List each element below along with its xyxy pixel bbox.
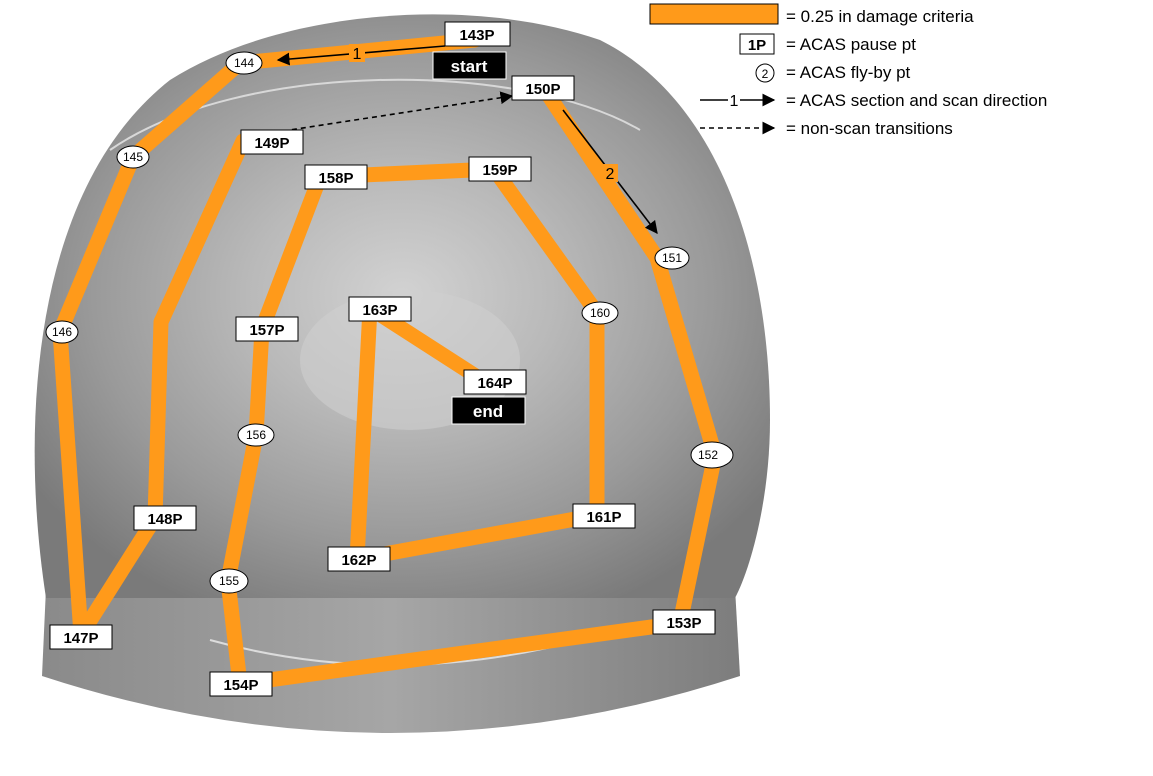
svg-text:151: 151 bbox=[662, 251, 682, 265]
pause-153: 153P bbox=[652, 609, 716, 635]
svg-text:163P: 163P bbox=[362, 302, 397, 319]
svg-text:148P: 148P bbox=[147, 511, 182, 528]
svg-text:156: 156 bbox=[246, 428, 266, 442]
pause-154: 154P bbox=[209, 671, 273, 697]
flyby-156: 156 bbox=[237, 423, 275, 447]
flyby-160: 160 bbox=[581, 301, 619, 325]
svg-text:159P: 159P bbox=[482, 162, 517, 179]
section-1-label-bg bbox=[349, 44, 365, 62]
pause-162: 162P bbox=[327, 546, 391, 572]
flyby-points: 144 145 146 151 152 155 156 160 bbox=[45, 51, 734, 594]
section-2-label: 2 bbox=[606, 166, 615, 183]
transition-149-150 bbox=[282, 91, 514, 132]
legend-pause: = ACAS pause pt bbox=[786, 35, 916, 54]
flyby-152: 152 bbox=[690, 441, 734, 469]
legend: = 0.25 in damage criteria 1P = ACAS paus… bbox=[649, 3, 1047, 138]
pause-148: 148P bbox=[133, 505, 197, 531]
pause-158: 158P bbox=[304, 164, 368, 190]
svg-text:153P: 153P bbox=[666, 615, 701, 632]
svg-text:158P: 158P bbox=[318, 170, 353, 187]
flyby-144: 144 bbox=[225, 51, 263, 75]
legend-transition: = non-scan transitions bbox=[786, 119, 953, 138]
section-2-label-bg bbox=[602, 164, 618, 182]
svg-text:144: 144 bbox=[234, 56, 254, 70]
pause-161: 161P bbox=[572, 503, 636, 529]
legend-flyby-example: 2 bbox=[762, 67, 769, 81]
dome-core bbox=[300, 290, 520, 430]
svg-text:160: 160 bbox=[590, 306, 610, 320]
svg-text:154P: 154P bbox=[223, 677, 258, 694]
svg-text:152: 152 bbox=[698, 448, 718, 462]
svg-text:164P: 164P bbox=[477, 375, 512, 392]
svg-text:162P: 162P bbox=[341, 552, 376, 569]
pause-159: 159P bbox=[468, 156, 532, 182]
svg-text:end: end bbox=[473, 402, 503, 421]
flyby-145: 145 bbox=[116, 145, 150, 169]
svg-text:149P: 149P bbox=[254, 135, 289, 152]
section-1-label: 1 bbox=[353, 46, 362, 63]
pause-149: 149P bbox=[240, 129, 304, 155]
legend-flyby-swatch bbox=[755, 63, 775, 83]
pause-163: 163P bbox=[348, 296, 412, 322]
flyby-146: 146 bbox=[45, 320, 79, 344]
legend-pause-example: 1P bbox=[748, 37, 766, 54]
svg-text:155: 155 bbox=[219, 574, 239, 588]
legend-section-num-bg bbox=[728, 91, 740, 109]
end-tag: end bbox=[451, 396, 526, 425]
legend-flyby: = ACAS fly-by pt bbox=[786, 63, 911, 82]
pause-points: 143P 147P 148P 149P 150P 153P 154P 157P … bbox=[49, 21, 716, 697]
pause-143: 143P bbox=[444, 21, 511, 47]
pause-157: 157P bbox=[235, 316, 299, 342]
start-tag: start bbox=[432, 51, 507, 80]
scan-path-outer bbox=[52, 32, 483, 643]
svg-text:143P: 143P bbox=[459, 27, 494, 44]
pause-147: 147P bbox=[49, 624, 113, 650]
svg-text:147P: 147P bbox=[63, 630, 98, 647]
pause-164: 164P bbox=[463, 369, 527, 395]
flyby-155: 155 bbox=[209, 568, 249, 594]
svg-text:146: 146 bbox=[52, 325, 72, 339]
pause-150: 150P bbox=[511, 75, 575, 101]
svg-text:start: start bbox=[451, 57, 488, 76]
legend-section-example: 1 bbox=[730, 93, 739, 110]
legend-damage-swatch bbox=[649, 3, 779, 25]
svg-text:157P: 157P bbox=[249, 322, 284, 339]
legend-damage: = 0.25 in damage criteria bbox=[786, 7, 974, 26]
legend-pause-swatch bbox=[739, 33, 775, 55]
svg-text:150P: 150P bbox=[525, 81, 560, 98]
legend-section: = ACAS section and scan direction bbox=[786, 91, 1047, 110]
svg-text:145: 145 bbox=[123, 150, 143, 164]
flyby-151: 151 bbox=[654, 246, 690, 270]
svg-text:161P: 161P bbox=[586, 509, 621, 526]
